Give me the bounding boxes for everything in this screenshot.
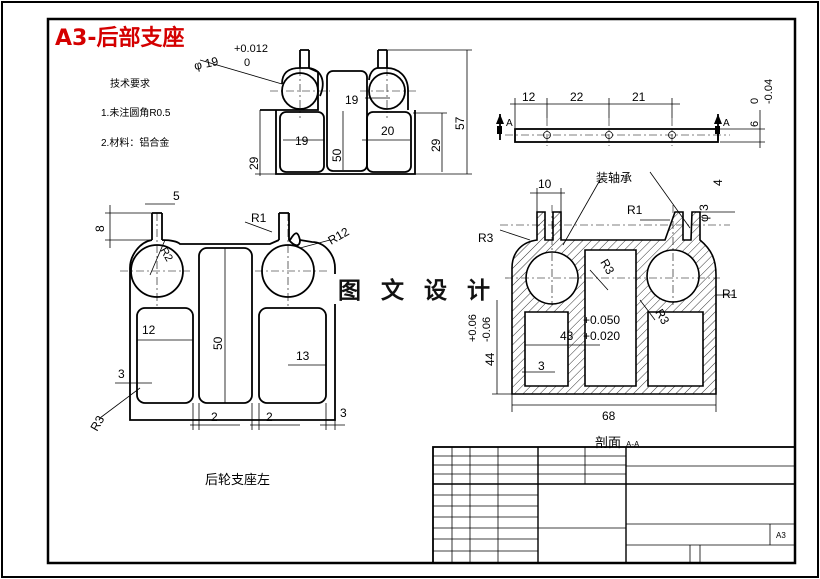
- tech-note-2: 2.材料：铝合金: [101, 136, 169, 149]
- left-dim-5: 5: [173, 189, 180, 203]
- drawing-title: A3-后部支座: [55, 25, 184, 51]
- side-view: A A 12 22 21 6 0 -0.04: [496, 79, 775, 148]
- side-dim-12: 12: [522, 90, 536, 104]
- drawing-frame: [46, 17, 797, 565]
- left-dim-2b: 2: [266, 410, 273, 424]
- top-tol-lower: 0: [244, 57, 250, 69]
- tech-requirements: 技术要求 1.未注圆角R0.5 2.材料：铝合金: [101, 77, 171, 149]
- section-caption-sub: A-A: [626, 440, 640, 449]
- left-dim-3b: 3: [340, 406, 347, 420]
- side-dim-22: 22: [570, 90, 584, 104]
- left-dim-2a: 2: [211, 410, 218, 424]
- sec-tol-d: -0.06: [481, 317, 493, 342]
- sec-dim-10: 10: [538, 177, 552, 191]
- sec-r3a: R3: [478, 231, 494, 245]
- top-dim-19b: 19: [295, 134, 309, 148]
- left-dim-50: 50: [211, 336, 225, 350]
- sec-tol-a: +0.050: [583, 313, 620, 327]
- top-dim-29a: 29: [247, 156, 261, 170]
- top-dia-label: φ 19: [193, 54, 220, 73]
- sec-dim-3: 3: [538, 359, 545, 373]
- tech-heading: 技术要求: [110, 77, 150, 90]
- sec-dim-4: 4: [711, 179, 725, 186]
- section-view: 10 装轴承 4 φ 3 R1 R3 R3 R3 R1 +0.050 +0.02…: [467, 170, 738, 450]
- sec-phi3: φ 3: [697, 204, 711, 222]
- tech-note-1: 1.未注圆角R0.5: [101, 106, 171, 119]
- left-view: 5 8 R1 R12 R2 12 50 13 3 R3 2 2 3 后轮支座左: [87, 189, 351, 487]
- watermark-bg: [334, 274, 482, 304]
- sec-tol-c: +0.06: [467, 314, 479, 342]
- section-letter-left: A: [506, 118, 513, 129]
- sheet-size: A3: [776, 531, 786, 540]
- section-hatch: [511, 211, 717, 395]
- left-r2: R2: [157, 246, 174, 264]
- left-r3: R3: [87, 413, 107, 434]
- left-r12: R12: [326, 224, 352, 247]
- side-tol-upper: 0: [749, 98, 761, 104]
- sec-r3c: R3: [652, 307, 672, 328]
- top-dim-19: 19: [345, 93, 359, 107]
- sec-r1b: R1: [722, 287, 738, 301]
- side-dim-6: 6: [749, 121, 761, 127]
- top-dim-57: 57: [453, 116, 467, 130]
- left-dim-3a: 3: [118, 367, 125, 381]
- sec-tol-b: +0.020: [583, 329, 620, 343]
- left-r1: R1: [251, 211, 267, 225]
- sec-r1a: R1: [627, 203, 643, 217]
- section-letter-right: A: [723, 118, 730, 129]
- top-dim-29b: 29: [429, 138, 443, 152]
- side-tol-lower: -0.04: [763, 79, 775, 104]
- top-tol-upper: +0.012: [234, 43, 268, 55]
- sec-bearing: 装轴承: [596, 170, 632, 185]
- watermark: 图 文 设 计: [338, 277, 496, 304]
- top-dim-50: 50: [330, 148, 344, 162]
- top-view: φ 19 +0.012 0 19 19 20 50 29 29 57: [193, 43, 472, 176]
- title-block: A3: [432, 446, 796, 564]
- left-dim-12: 12: [142, 323, 156, 337]
- sec-r3b: R3: [597, 257, 617, 278]
- left-view-caption: 后轮支座左: [205, 472, 270, 487]
- top-dim-20: 20: [381, 124, 395, 138]
- sec-dim-68: 68: [602, 409, 616, 423]
- side-dim-21: 21: [632, 90, 646, 104]
- sec-dim-44: 44: [483, 352, 497, 366]
- sec-dim-43: 43: [560, 329, 574, 343]
- left-dim-13: 13: [296, 349, 310, 363]
- left-dim-8: 8: [93, 225, 107, 232]
